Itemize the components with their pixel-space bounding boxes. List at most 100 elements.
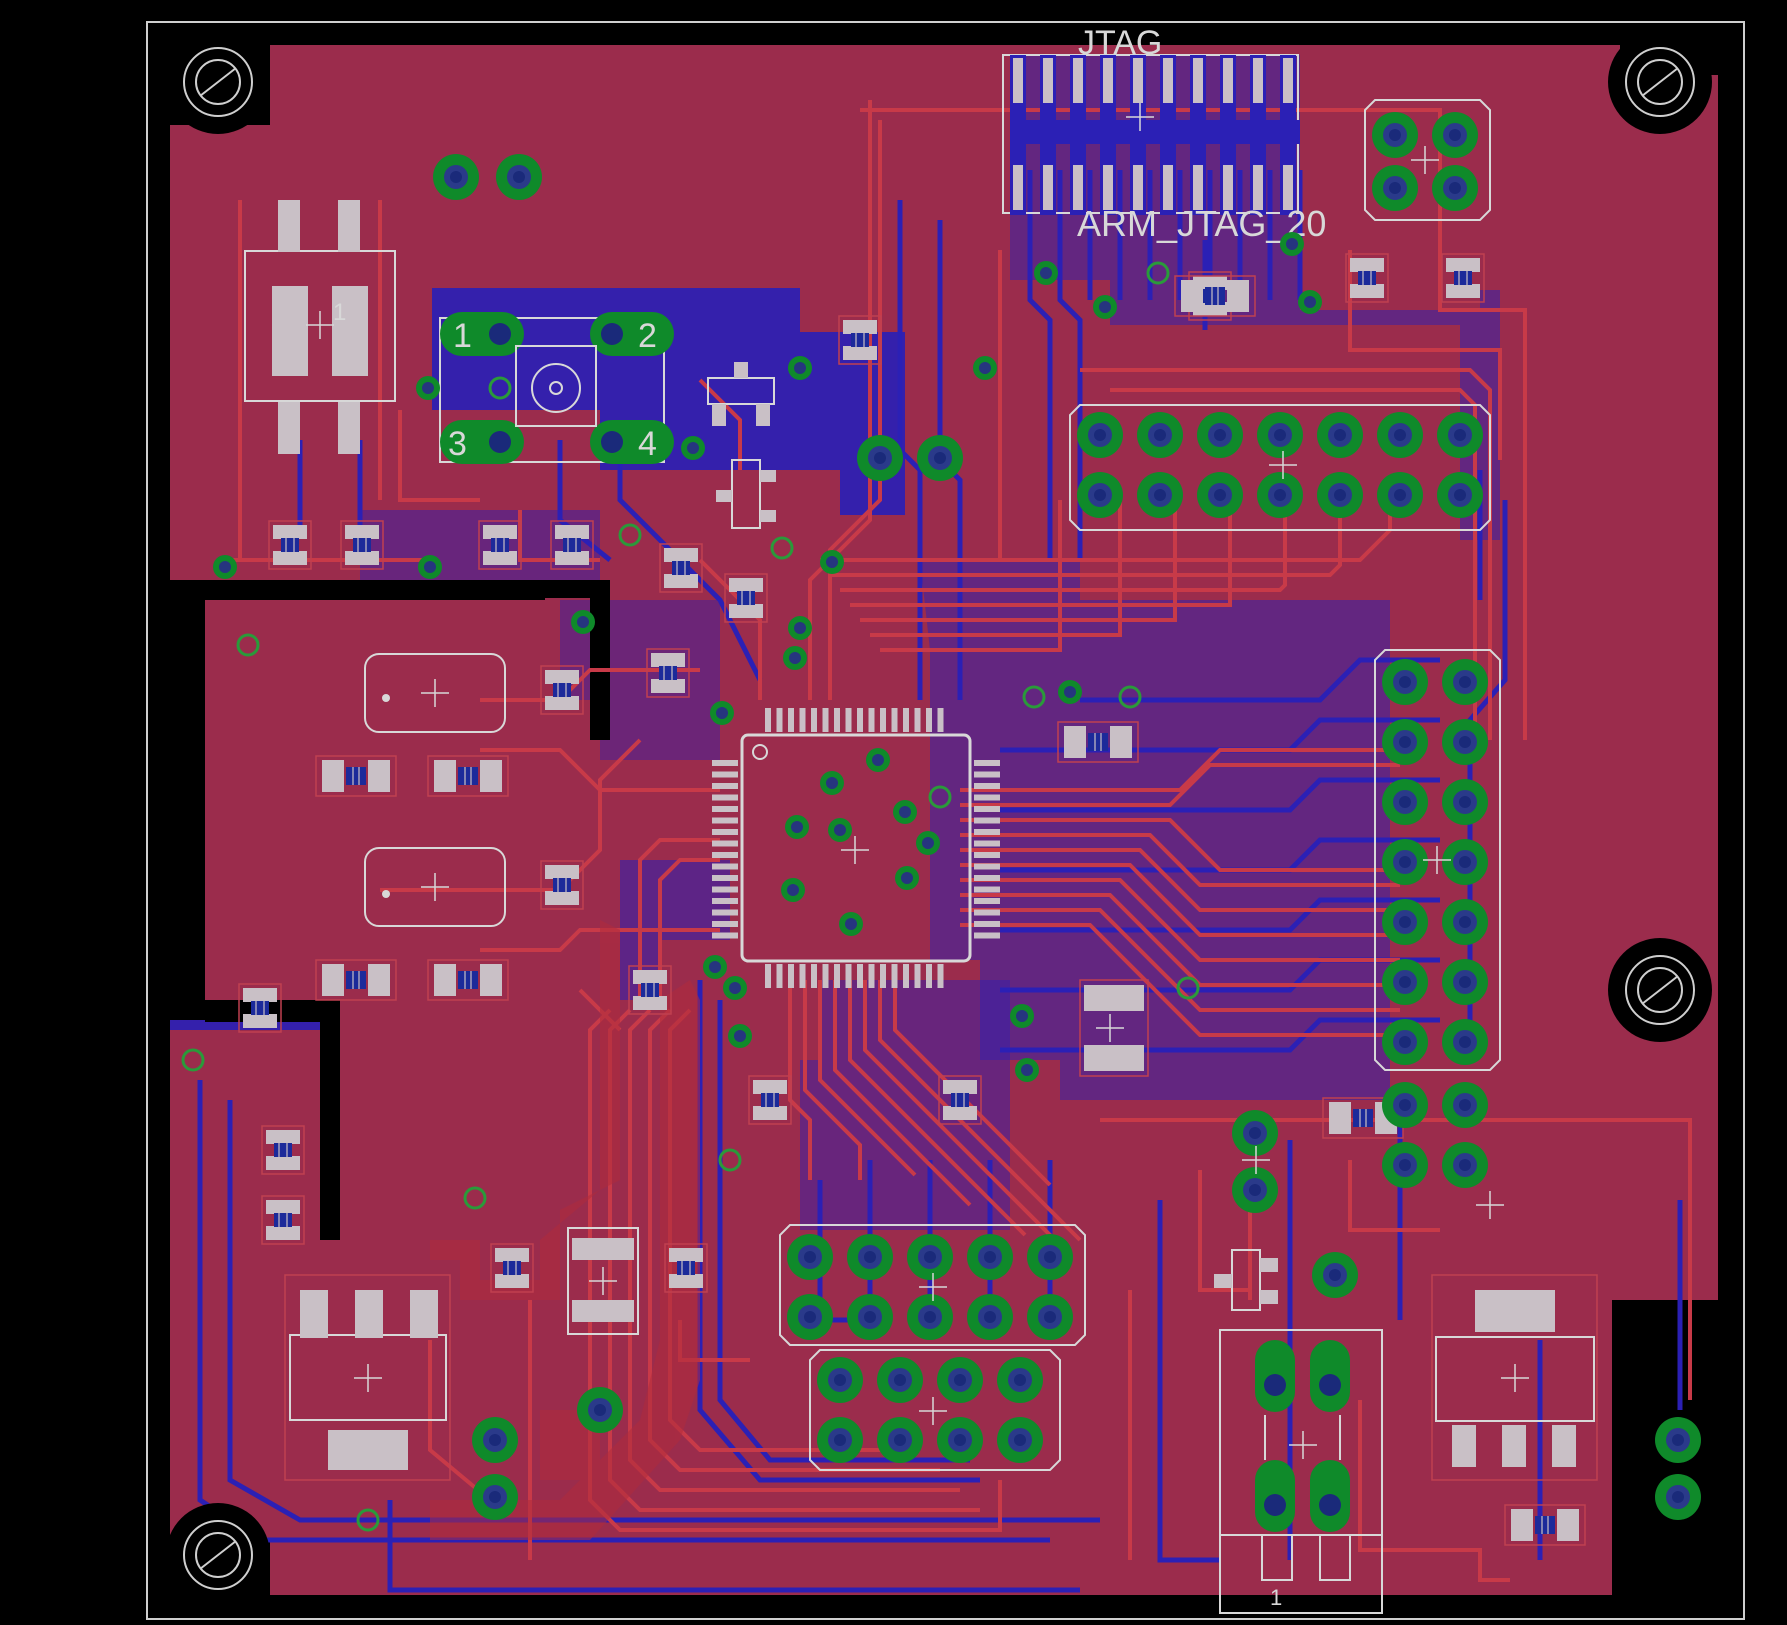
qfp-pin [712, 829, 738, 835]
qfp-pin [712, 921, 738, 927]
qfp-pin [712, 863, 738, 870]
through-hole-pad [1442, 899, 1488, 945]
qfp-pin [974, 898, 1000, 904]
qfp-pin [799, 964, 806, 988]
qfp-pin [974, 852, 1000, 858]
through-hole-pad [907, 1294, 953, 1340]
through-hole-pad [1382, 659, 1428, 705]
qfp-pin [788, 708, 794, 732]
qfp-pin [974, 794, 1000, 801]
through-hole-pad [997, 1357, 1043, 1403]
via [788, 616, 812, 640]
qfp-pin [880, 708, 886, 732]
through-hole-pad [1077, 412, 1123, 458]
through-hole-pad [917, 435, 963, 481]
via [703, 955, 727, 979]
via [1010, 1004, 1034, 1028]
through-hole-pad [1137, 472, 1183, 518]
through-hole-pad [1137, 412, 1183, 458]
qfp-pin [857, 708, 863, 732]
through-hole-pad [877, 1417, 923, 1463]
qfp-pin [974, 817, 1000, 824]
qfp-pin [974, 863, 1000, 870]
via [820, 771, 844, 795]
qfp-pin [765, 964, 771, 988]
jtag-label: JTAG [1078, 24, 1162, 62]
qfp-pin [712, 840, 738, 847]
via [895, 866, 919, 890]
through-hole-pad [1382, 959, 1428, 1005]
through-hole-pad [1077, 472, 1123, 518]
through-hole-pad [1442, 1142, 1488, 1188]
mounting-hole-bottom-left [165, 1502, 271, 1608]
qfp-pin [974, 771, 1000, 778]
through-hole-pad [1027, 1234, 1073, 1280]
through-hole-pad [1372, 112, 1418, 158]
button-pin-1-label: 1 [453, 317, 472, 355]
through-hole-pad [817, 1357, 863, 1403]
qfp-pin [845, 708, 852, 732]
via [1058, 680, 1082, 704]
qfp-pin [914, 964, 921, 988]
through-hole-pad [907, 1234, 953, 1280]
through-hole-pad [817, 1417, 863, 1463]
through-hole-pad [1655, 1417, 1701, 1463]
qfp-pin [926, 964, 932, 988]
via [828, 818, 852, 842]
through-hole-pad [1197, 472, 1243, 518]
qfp-pin [974, 875, 1000, 881]
through-hole-pad [472, 1474, 518, 1520]
through-hole-pad [577, 1387, 623, 1433]
through-hole-pad [1382, 719, 1428, 765]
qfp-pin [845, 964, 852, 988]
qfp-pin [822, 964, 829, 988]
qfp-pin [712, 932, 738, 939]
via [1298, 290, 1322, 314]
jtag-connector: JTAG ARM_JTAG_20 [1002, 24, 1326, 244]
push-button[interactable]: 1 2 3 4 [439, 312, 674, 464]
via [571, 610, 595, 634]
through-hole-pad [1442, 959, 1488, 1005]
qfp-pin [712, 760, 738, 766]
through-hole-pad [1382, 899, 1428, 945]
via [781, 878, 805, 902]
top-copper-region-dark [430, 920, 700, 1540]
qfp-pin [712, 875, 738, 881]
qfp-pin [937, 708, 944, 732]
dip-switch[interactable]: 1 [244, 200, 396, 454]
qfp-pin [857, 964, 863, 988]
via [839, 912, 863, 936]
qfp-pin [974, 932, 1000, 939]
via [893, 800, 917, 824]
through-hole-pad [472, 1417, 518, 1463]
power-connector: 1 [1219, 1329, 1383, 1614]
through-hole-pad [1442, 1019, 1488, 1065]
mounting-hole-top-left [165, 29, 271, 135]
via [866, 748, 890, 772]
through-hole-pad [857, 435, 903, 481]
through-hole-pad [1442, 1082, 1488, 1128]
through-hole-pad [967, 1294, 1013, 1340]
via [1034, 261, 1058, 285]
board-outline [146, 21, 1745, 1620]
through-hole-pad [1382, 839, 1428, 885]
qfp-pin [712, 909, 738, 916]
sot-transistors [707, 362, 1278, 1311]
qfp-pin [974, 909, 1000, 916]
through-hole-pad [433, 154, 479, 200]
qfp-pin [712, 898, 738, 904]
qfp-pin [880, 964, 886, 988]
via [1280, 232, 1304, 256]
qfp-pin [712, 771, 738, 778]
qfp-pin [712, 817, 738, 824]
qfp-pin [974, 886, 1000, 893]
through-hole-pad [496, 154, 542, 200]
through-hole-pad [1432, 165, 1478, 211]
through-hole-pad [1655, 1474, 1701, 1520]
qfp-pin [776, 708, 783, 732]
mounting-hole-top-right [1607, 29, 1713, 135]
through-hole-pad [1377, 472, 1423, 518]
qfp-pin [811, 708, 817, 732]
via [213, 555, 237, 579]
